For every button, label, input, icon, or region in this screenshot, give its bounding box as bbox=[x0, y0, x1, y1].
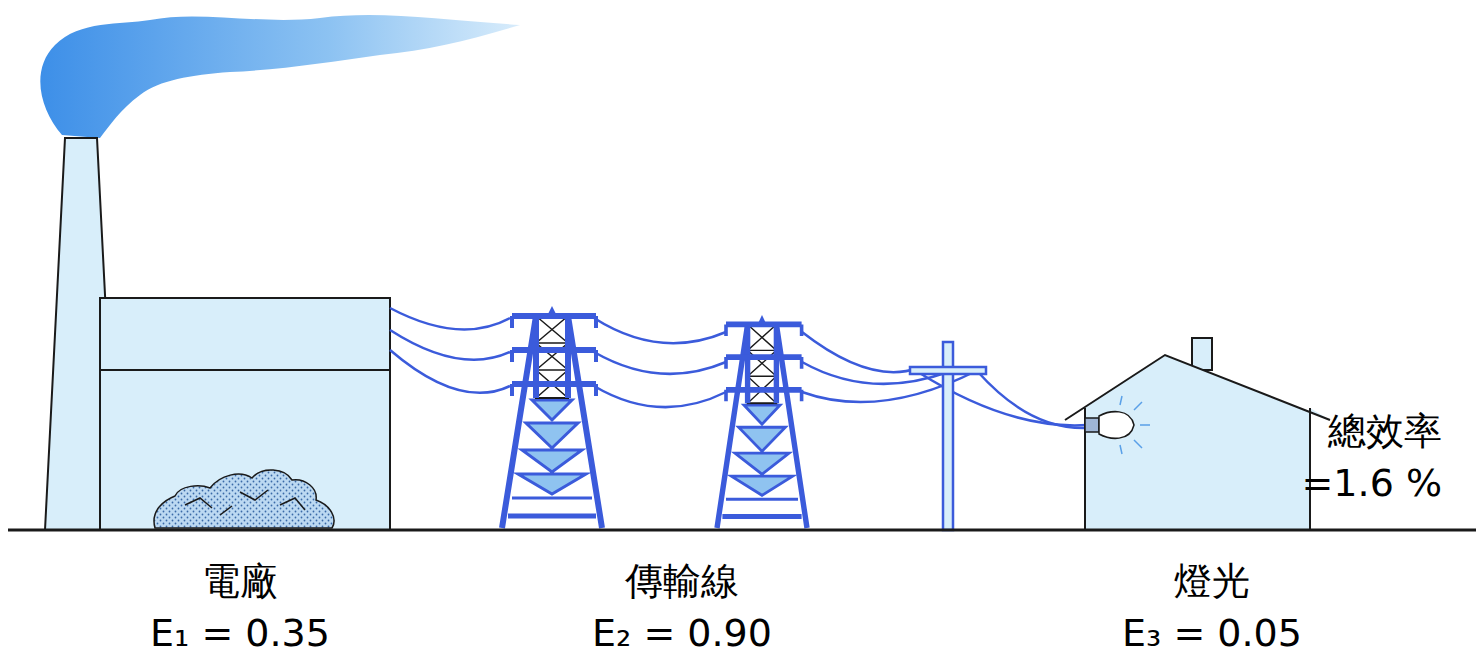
ground-line bbox=[8, 529, 1476, 532]
transmission-tower bbox=[717, 315, 807, 528]
efficiency-value: E₃ = 0.05 bbox=[1122, 612, 1302, 656]
total-efficiency-label: 總效率 bbox=[1328, 410, 1442, 454]
part-name: 傳輸線 bbox=[625, 560, 739, 604]
smoke-plume bbox=[40, 15, 520, 138]
transmission-tower bbox=[502, 306, 602, 528]
part-name: 電廠 bbox=[202, 560, 278, 604]
efficiency-value: E₂ = 0.90 bbox=[592, 612, 772, 656]
total-efficiency-value: =1.6 % bbox=[1302, 462, 1442, 506]
part-name: 燈光 bbox=[1174, 560, 1250, 604]
house bbox=[1065, 338, 1330, 530]
efficiency-value: E₁ = 0.35 bbox=[150, 612, 330, 656]
light-bulb bbox=[1085, 396, 1150, 454]
coal-pile bbox=[154, 470, 334, 528]
utility-pole bbox=[910, 342, 986, 530]
plant-building bbox=[100, 298, 390, 530]
